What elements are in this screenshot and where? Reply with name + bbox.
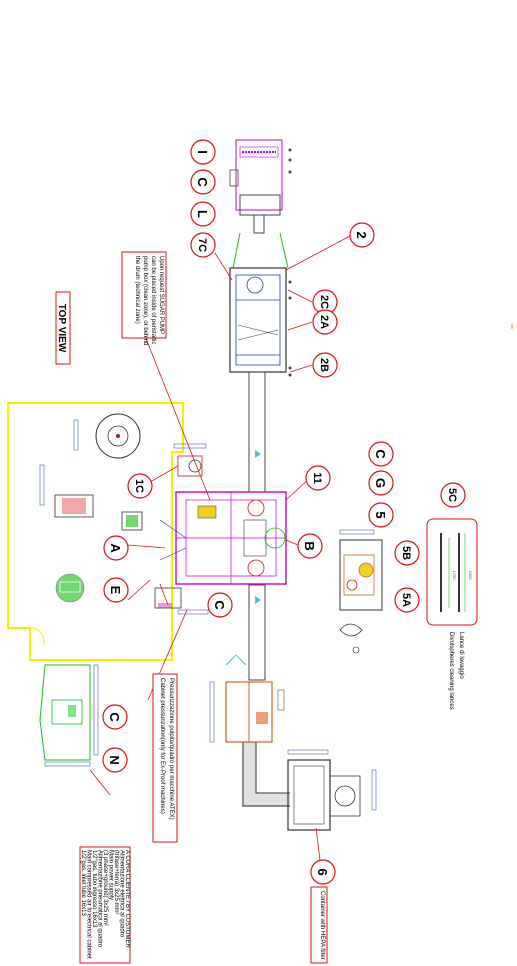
callout-2B: 2B: [312, 352, 338, 378]
callout-5C: 5C: [440, 482, 466, 508]
cabinet-unit: [39, 664, 99, 767]
svg-text:C: C: [212, 600, 227, 610]
dim-1750: 1750: [452, 571, 457, 581]
lances-note: Lance di lavaggio Divolspheres cleaning …: [448, 632, 464, 710]
customer-note: A CURA CLIENTE / BY CUSTOMER Alimentazio…: [79, 846, 131, 964]
feed-line-left: [232, 232, 241, 269]
pressurization-note: Pressurizzazione pulpito/quadro per macc…: [152, 673, 178, 843]
svg-text:Alimentazione pneumatica al qu: Alimentazione pneumatica al quadro: [97, 850, 103, 948]
left-equipment: [39, 413, 209, 615]
svg-text:7C: 7C: [196, 238, 208, 252]
boundary-door-arc: [29, 627, 45, 646]
svg-text:Pressurizzazione pulpito/quadr: Pressurizzazione pulpito/quadro per macc…: [168, 678, 174, 820]
svg-text:1/2"gas, inlet tube 16x13: 1/2"gas, inlet tube 16x13: [80, 850, 86, 917]
callout-N: N: [102, 747, 128, 773]
callout-C-right: C: [368, 441, 394, 467]
svg-text:C: C: [195, 177, 210, 187]
svg-text:(trifase+terra) 3x25 mm²: (trifase+terra) 3x25 mm²: [113, 850, 119, 915]
callout-I: I: [190, 139, 216, 165]
svg-text:5: 5: [373, 511, 388, 518]
duct-arrow-1: [255, 450, 261, 458]
title-group: TOP VIEW: [55, 291, 71, 365]
callout-5B: 5B: [394, 540, 420, 566]
callout-7C: 7C: [190, 232, 216, 258]
svg-text:A: A: [108, 543, 123, 553]
svg-text:Main compressed air to electri: Main compressed air to electrical cabine…: [86, 850, 92, 959]
feeder-unit: [229, 139, 292, 234]
hepa-container: [242, 742, 377, 831]
svg-text:1/2"gas, tubo ingresso 16x13: 1/2"gas, tubo ingresso 16x13: [91, 850, 97, 928]
svg-text:Alimentazione elettrica al qua: Alimentazione elettrica al quadro: [119, 850, 125, 938]
svg-text:B: B: [302, 541, 317, 550]
svg-text:2C: 2C: [318, 295, 330, 309]
callout-B: B: [297, 533, 323, 559]
svg-text:can be placed inside of perist: can be placed inside of peristaltic: [150, 256, 156, 344]
svg-text:pump box (clean zone), or behi: pump box (clean zone), or behind: [142, 256, 148, 345]
svg-text:A CURA CLIENTE / BY CUSTOMER: A CURA CLIENTE / BY CUSTOMER: [124, 850, 130, 948]
svg-text:(3 phase+ground) 3x25 mm²: (3 phase+ground) 3x25 mm²: [102, 850, 108, 926]
svg-text:Cabinet pressurization(only fo: Cabinet pressurization(only for Ex-Proof…: [159, 678, 165, 814]
svg-text:Main power supply: Main power supply: [108, 850, 114, 900]
callout-2: 2: [349, 222, 375, 248]
callout-5A: 5A: [394, 587, 420, 613]
svg-text:2A: 2A: [318, 315, 330, 329]
central-structure: [159, 491, 287, 585]
callout-E: E: [103, 577, 129, 603]
orange-panel: [209, 654, 285, 743]
callout-C-top: C: [190, 169, 216, 195]
svg-text:Upon request SUGAR PUMP: Upon request SUGAR PUMP: [158, 256, 164, 334]
callout-5: 5: [368, 502, 394, 528]
callout-C-bottom: C: [102, 704, 128, 730]
svg-text:E: E: [108, 586, 123, 595]
svg-text:1C: 1C: [133, 479, 145, 493]
svg-text:the drum (technical zone): the drum (technical zone): [134, 256, 140, 324]
callout-A: A: [103, 535, 129, 561]
callout-G: G: [368, 470, 394, 496]
page-title: TOP VIEW: [56, 304, 67, 353]
dim-2300: 2300: [468, 571, 473, 581]
svg-text:Divolspheres cleaning lances: Divolspheres cleaning lances: [448, 632, 454, 710]
svg-text:5A: 5A: [400, 593, 412, 607]
lances-drawing: 2300 1750: [426, 518, 478, 626]
svg-text:5B: 5B: [400, 546, 412, 560]
callout-2C: 2C: [312, 289, 338, 315]
callout-11: 11: [305, 465, 331, 491]
svg-text:11: 11: [311, 472, 323, 484]
svg-text:Container with HEPA filter: Container with HEPA filter: [319, 891, 325, 960]
svg-text:C: C: [107, 712, 122, 722]
svg-text:L: L: [195, 210, 210, 218]
duct-arrow-2: [255, 596, 261, 604]
leader-lines: [89, 235, 351, 861]
svg-text:2: 2: [354, 231, 369, 238]
drum-unit: [229, 267, 292, 377]
hepa-note: Container with HEPA filter: [310, 886, 328, 964]
svg-text:G: G: [373, 478, 388, 488]
callout-1C: 1C: [127, 473, 153, 499]
svg-text:C: C: [373, 449, 388, 459]
svg-text:5C: 5C: [446, 488, 458, 502]
main-duct: [248, 371, 266, 493]
lower-duct: [248, 584, 266, 681]
installation-boundary: [7, 402, 184, 661]
svg-text:I: I: [195, 150, 210, 154]
feed-line-right: [279, 232, 289, 269]
svg-text:Lance di lavaggio: Lance di lavaggio: [458, 632, 464, 679]
sugar-pump-note: Upon request SUGAR PUMP can be placed in…: [121, 251, 167, 345]
svg-text:N: N: [107, 755, 122, 764]
callout-L: L: [190, 201, 216, 227]
callout-C-mid: C: [207, 592, 233, 618]
lance-unit: [339, 529, 383, 654]
svg-text:2B: 2B: [318, 358, 330, 372]
callout-2A: 2A: [312, 309, 338, 335]
callout-6: 6: [310, 859, 336, 885]
svg-text:6: 6: [315, 868, 330, 875]
